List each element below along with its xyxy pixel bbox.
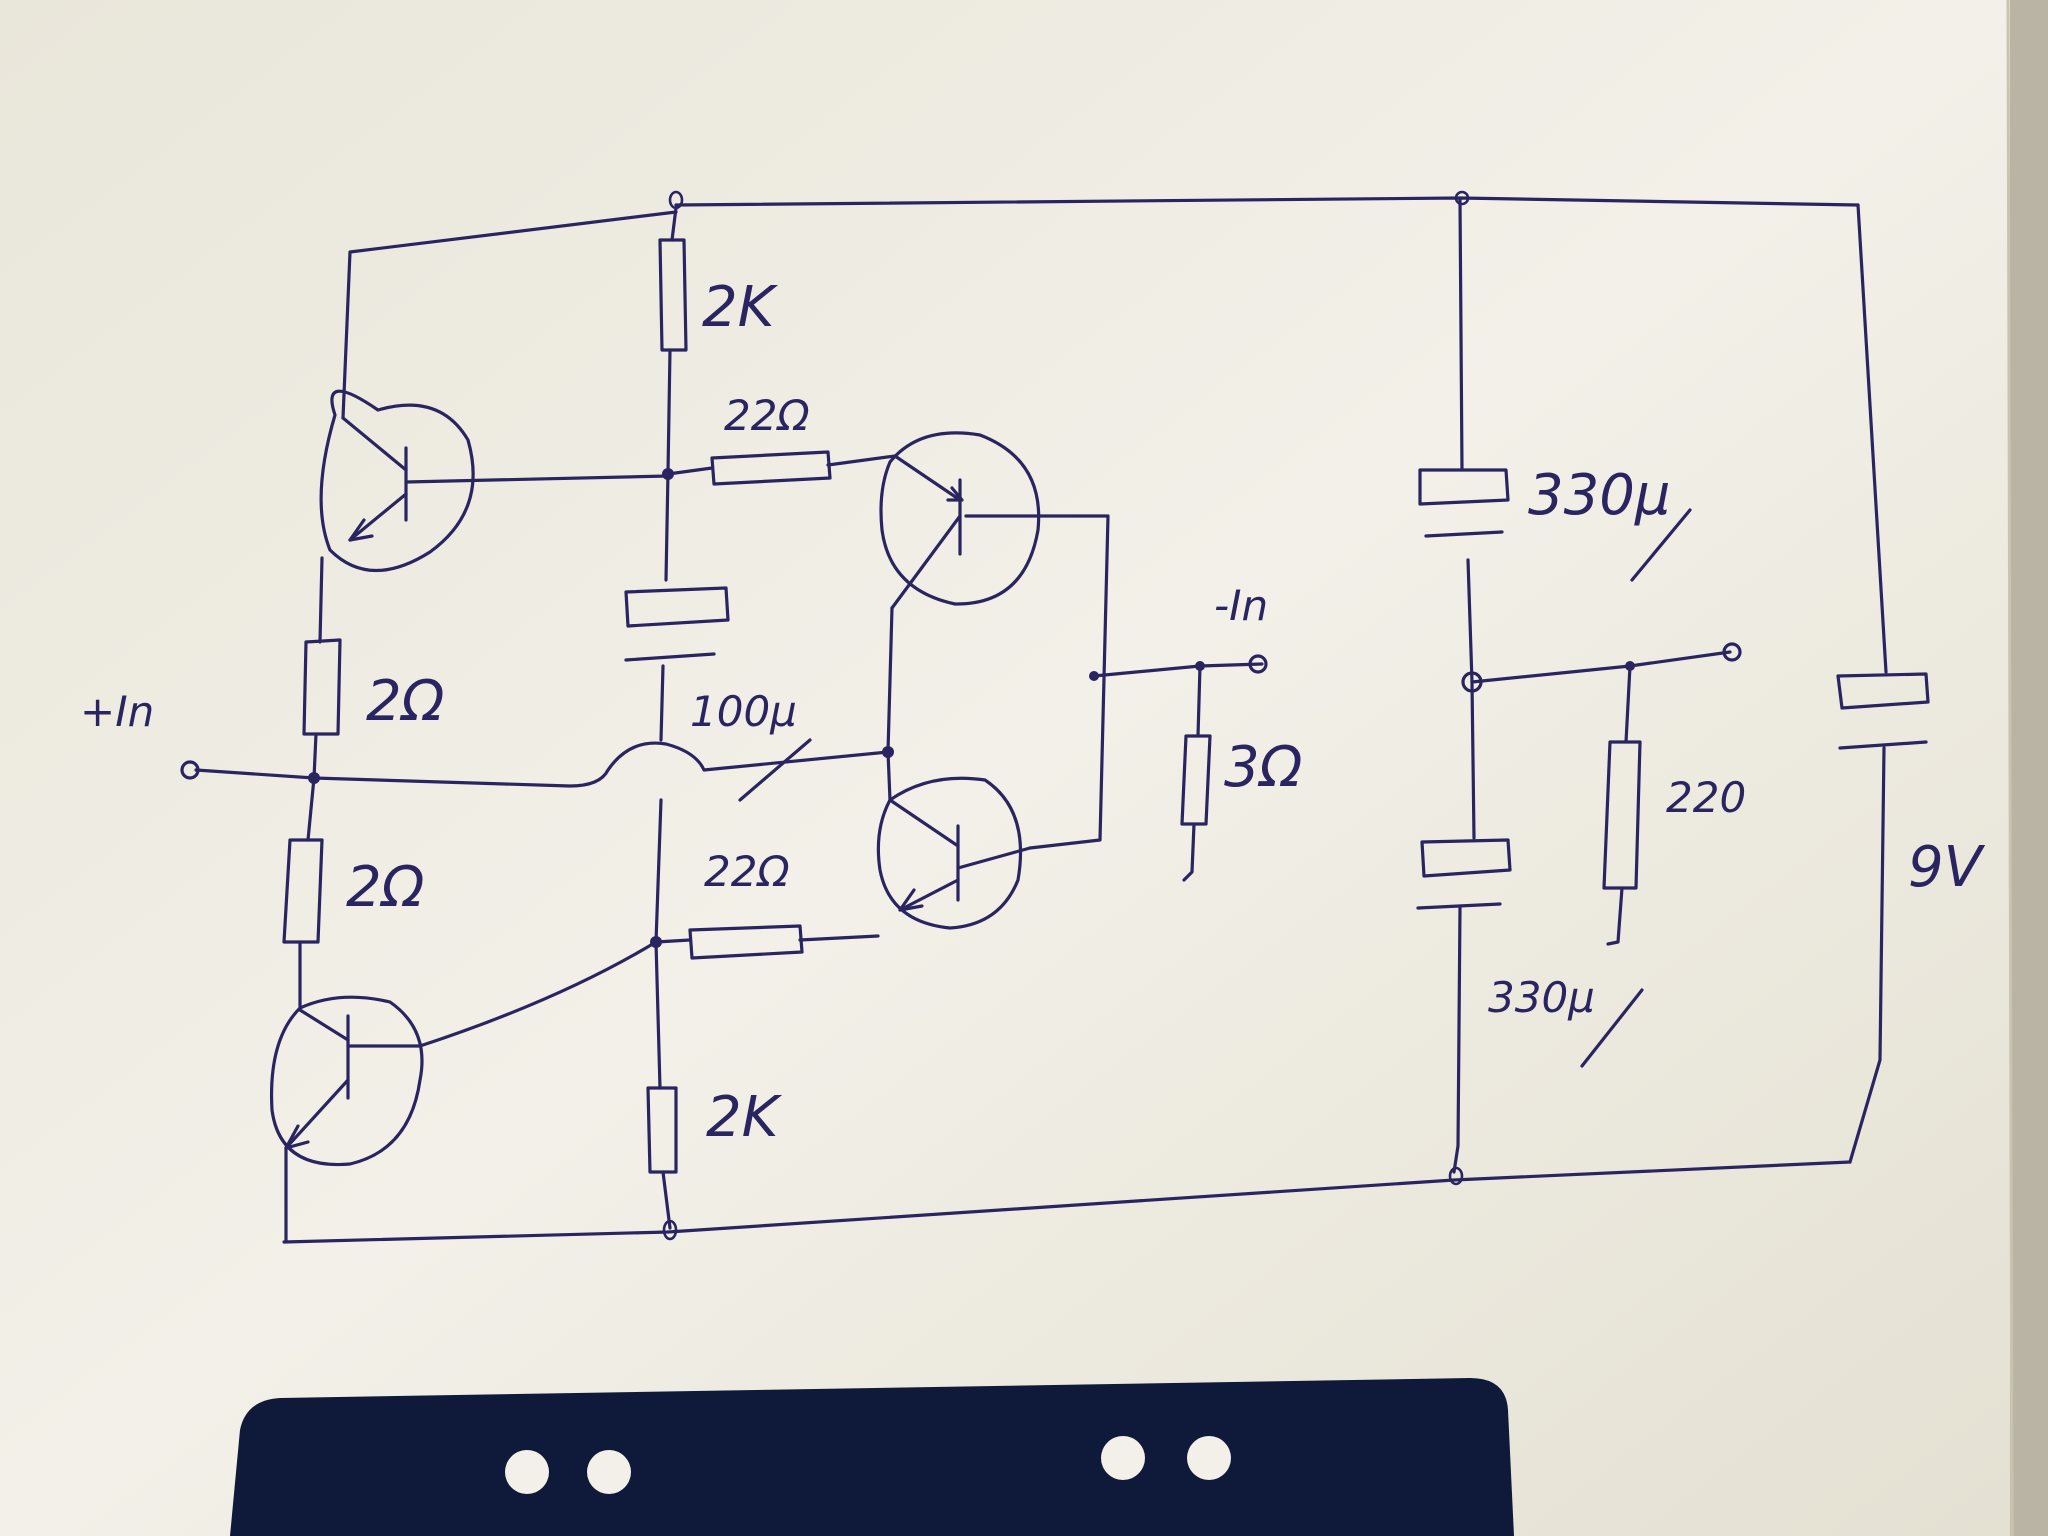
paper-edge-shadow — [2010, 0, 2048, 1536]
resistor-22-ohm-bottom — [688, 924, 804, 960]
input-terminal — [180, 760, 200, 780]
resistor-22-ohm-top — [710, 450, 832, 486]
output-terminal — [1248, 654, 1268, 674]
label-r-load: 3Ω — [1224, 735, 1303, 800]
paper-edge-line — [2006, 0, 2014, 1536]
label-r-emitter-upper: 2Ω — [366, 669, 445, 734]
resistor-2-ohm-lower — [282, 838, 324, 944]
label-battery: 9V — [1908, 835, 1986, 900]
resistor-2k-top — [658, 238, 688, 352]
junctions — [308, 190, 1635, 1241]
resistor-2-ohm-upper — [302, 638, 342, 736]
label-c-coupling: 100μ — [690, 687, 797, 736]
resistor-220 — [1602, 740, 1642, 890]
capacitor-330u-upper — [1418, 468, 1692, 582]
label-c-upper-supply: 330μ — [1528, 463, 1671, 528]
battery-9v — [1836, 672, 1930, 750]
labels: 2K 22Ω 2Ω 2Ω 100μ 22Ω 2K +In -In 3Ω 330μ… — [80, 275, 1986, 1150]
transistor-upper-right — [879, 431, 1041, 610]
resistor-3-ohm — [1180, 734, 1212, 826]
label-r-top-base: 22Ω — [724, 391, 810, 440]
label-input: +In — [80, 687, 154, 736]
capacitor-100u — [624, 586, 812, 802]
transistor-upper-left — [319, 389, 475, 573]
wires — [194, 196, 1888, 1244]
label-c-lower-supply: 330μ — [1488, 973, 1595, 1022]
resistor-2k-bottom — [646, 1086, 678, 1174]
label-r-emitter-lower: 2Ω — [346, 855, 425, 920]
binder-clip — [230, 1378, 1514, 1536]
transistor-lower-right — [876, 776, 1032, 930]
transistor-lower-left — [269, 995, 424, 1167]
label-r-top-bias: 2K — [702, 275, 779, 340]
label-r-bottom-base: 22Ω — [704, 847, 790, 896]
supply-output-terminal — [1722, 642, 1742, 662]
capacitor-330u-lower — [1416, 838, 1644, 1068]
label-r-divider: 220 — [1666, 773, 1746, 822]
label-r-bottom-bias: 2K — [706, 1085, 783, 1150]
label-output: -In — [1214, 581, 1268, 630]
